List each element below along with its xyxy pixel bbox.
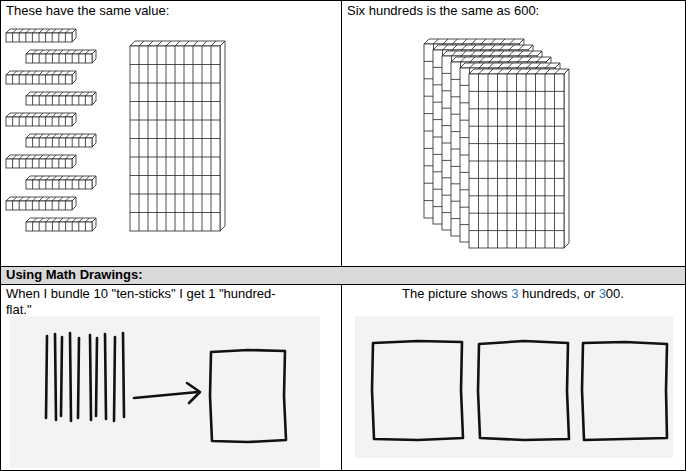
header-row-fill <box>1 267 685 285</box>
sketch-hundred-flat <box>372 341 463 440</box>
ten-stick <box>6 29 76 42</box>
ten-stick-grid <box>33 218 90 231</box>
ten-stick <box>26 134 96 147</box>
ten-stick-side <box>92 218 96 231</box>
text-run: The picture shows <box>402 286 511 301</box>
ten-stick-side <box>92 134 96 147</box>
base-ten-blocks <box>6 29 569 248</box>
ten-stick <box>26 50 96 63</box>
ten-stick <box>6 197 76 210</box>
cell-text: When I bundle 10 "ten-sticks" I get 1 "h… <box>6 286 278 318</box>
cell-heading: These have the same value: <box>6 3 336 19</box>
ten-stick-side <box>72 113 76 126</box>
ten-stick <box>6 113 76 126</box>
cell-heading-slot: These have the same value: <box>6 3 336 19</box>
ten-stick-grid <box>13 155 70 168</box>
ten-stick-grid <box>13 71 70 84</box>
text-run: hundreds, or <box>518 286 598 301</box>
hundred-flat-side <box>564 69 569 248</box>
ten-stick-grid <box>33 92 90 105</box>
ten-stick-side <box>92 50 96 63</box>
ten-stick <box>26 218 96 231</box>
cell-heading: Six hundreds is the same as 600: <box>347 3 681 19</box>
cell-text-slot: The picture shows 3 hundreds, or 300. <box>344 286 682 302</box>
ten-stick-side <box>72 155 76 168</box>
ten-stick-grid <box>33 134 90 147</box>
hundred-flat <box>130 41 225 231</box>
sketch-photo <box>355 316 673 458</box>
ten-stick <box>6 155 76 168</box>
sketch-hundred-flat <box>478 341 569 440</box>
hundred-flat-side <box>220 41 225 231</box>
ten-stick-side <box>72 197 76 210</box>
sketch-hundred-flat <box>210 350 286 442</box>
sketch-photo <box>10 316 320 468</box>
text-run: 00. <box>606 286 624 301</box>
ten-stick-side <box>72 71 76 84</box>
ten-stick-side <box>92 176 96 189</box>
text-run: 3 <box>511 286 518 301</box>
ten-stick <box>6 71 76 84</box>
ten-stick <box>26 176 96 189</box>
ten-stick <box>26 92 96 105</box>
cell-heading-slot: Six hundreds is the same as 600: <box>347 3 681 19</box>
hundred-flat-grid <box>130 41 220 231</box>
sketch-arrow <box>134 383 200 403</box>
hundred-flat <box>469 69 569 248</box>
hundred-flat-grid <box>469 69 564 248</box>
text-run: 3 <box>599 286 606 301</box>
cell-text: The picture shows 3 hundreds, or 300. <box>344 286 682 302</box>
ten-stick-grid <box>33 50 90 63</box>
section-heading: Using Math Drawings: <box>6 267 680 283</box>
sketch-ten-sticks <box>46 333 124 421</box>
section-heading-slot: Using Math Drawings: <box>6 267 680 283</box>
ten-stick-side <box>92 92 96 105</box>
hand-sketch <box>46 333 667 442</box>
ten-stick-grid <box>33 176 90 189</box>
ten-stick-grid <box>13 197 70 210</box>
ten-stick-grid <box>13 113 70 126</box>
ten-stick-grid <box>13 29 70 42</box>
ten-stick-side <box>72 29 76 42</box>
cell-text-slot: When I bundle 10 "ten-sticks" I get 1 "h… <box>6 286 278 318</box>
sketch-hundred-flat <box>582 342 667 440</box>
